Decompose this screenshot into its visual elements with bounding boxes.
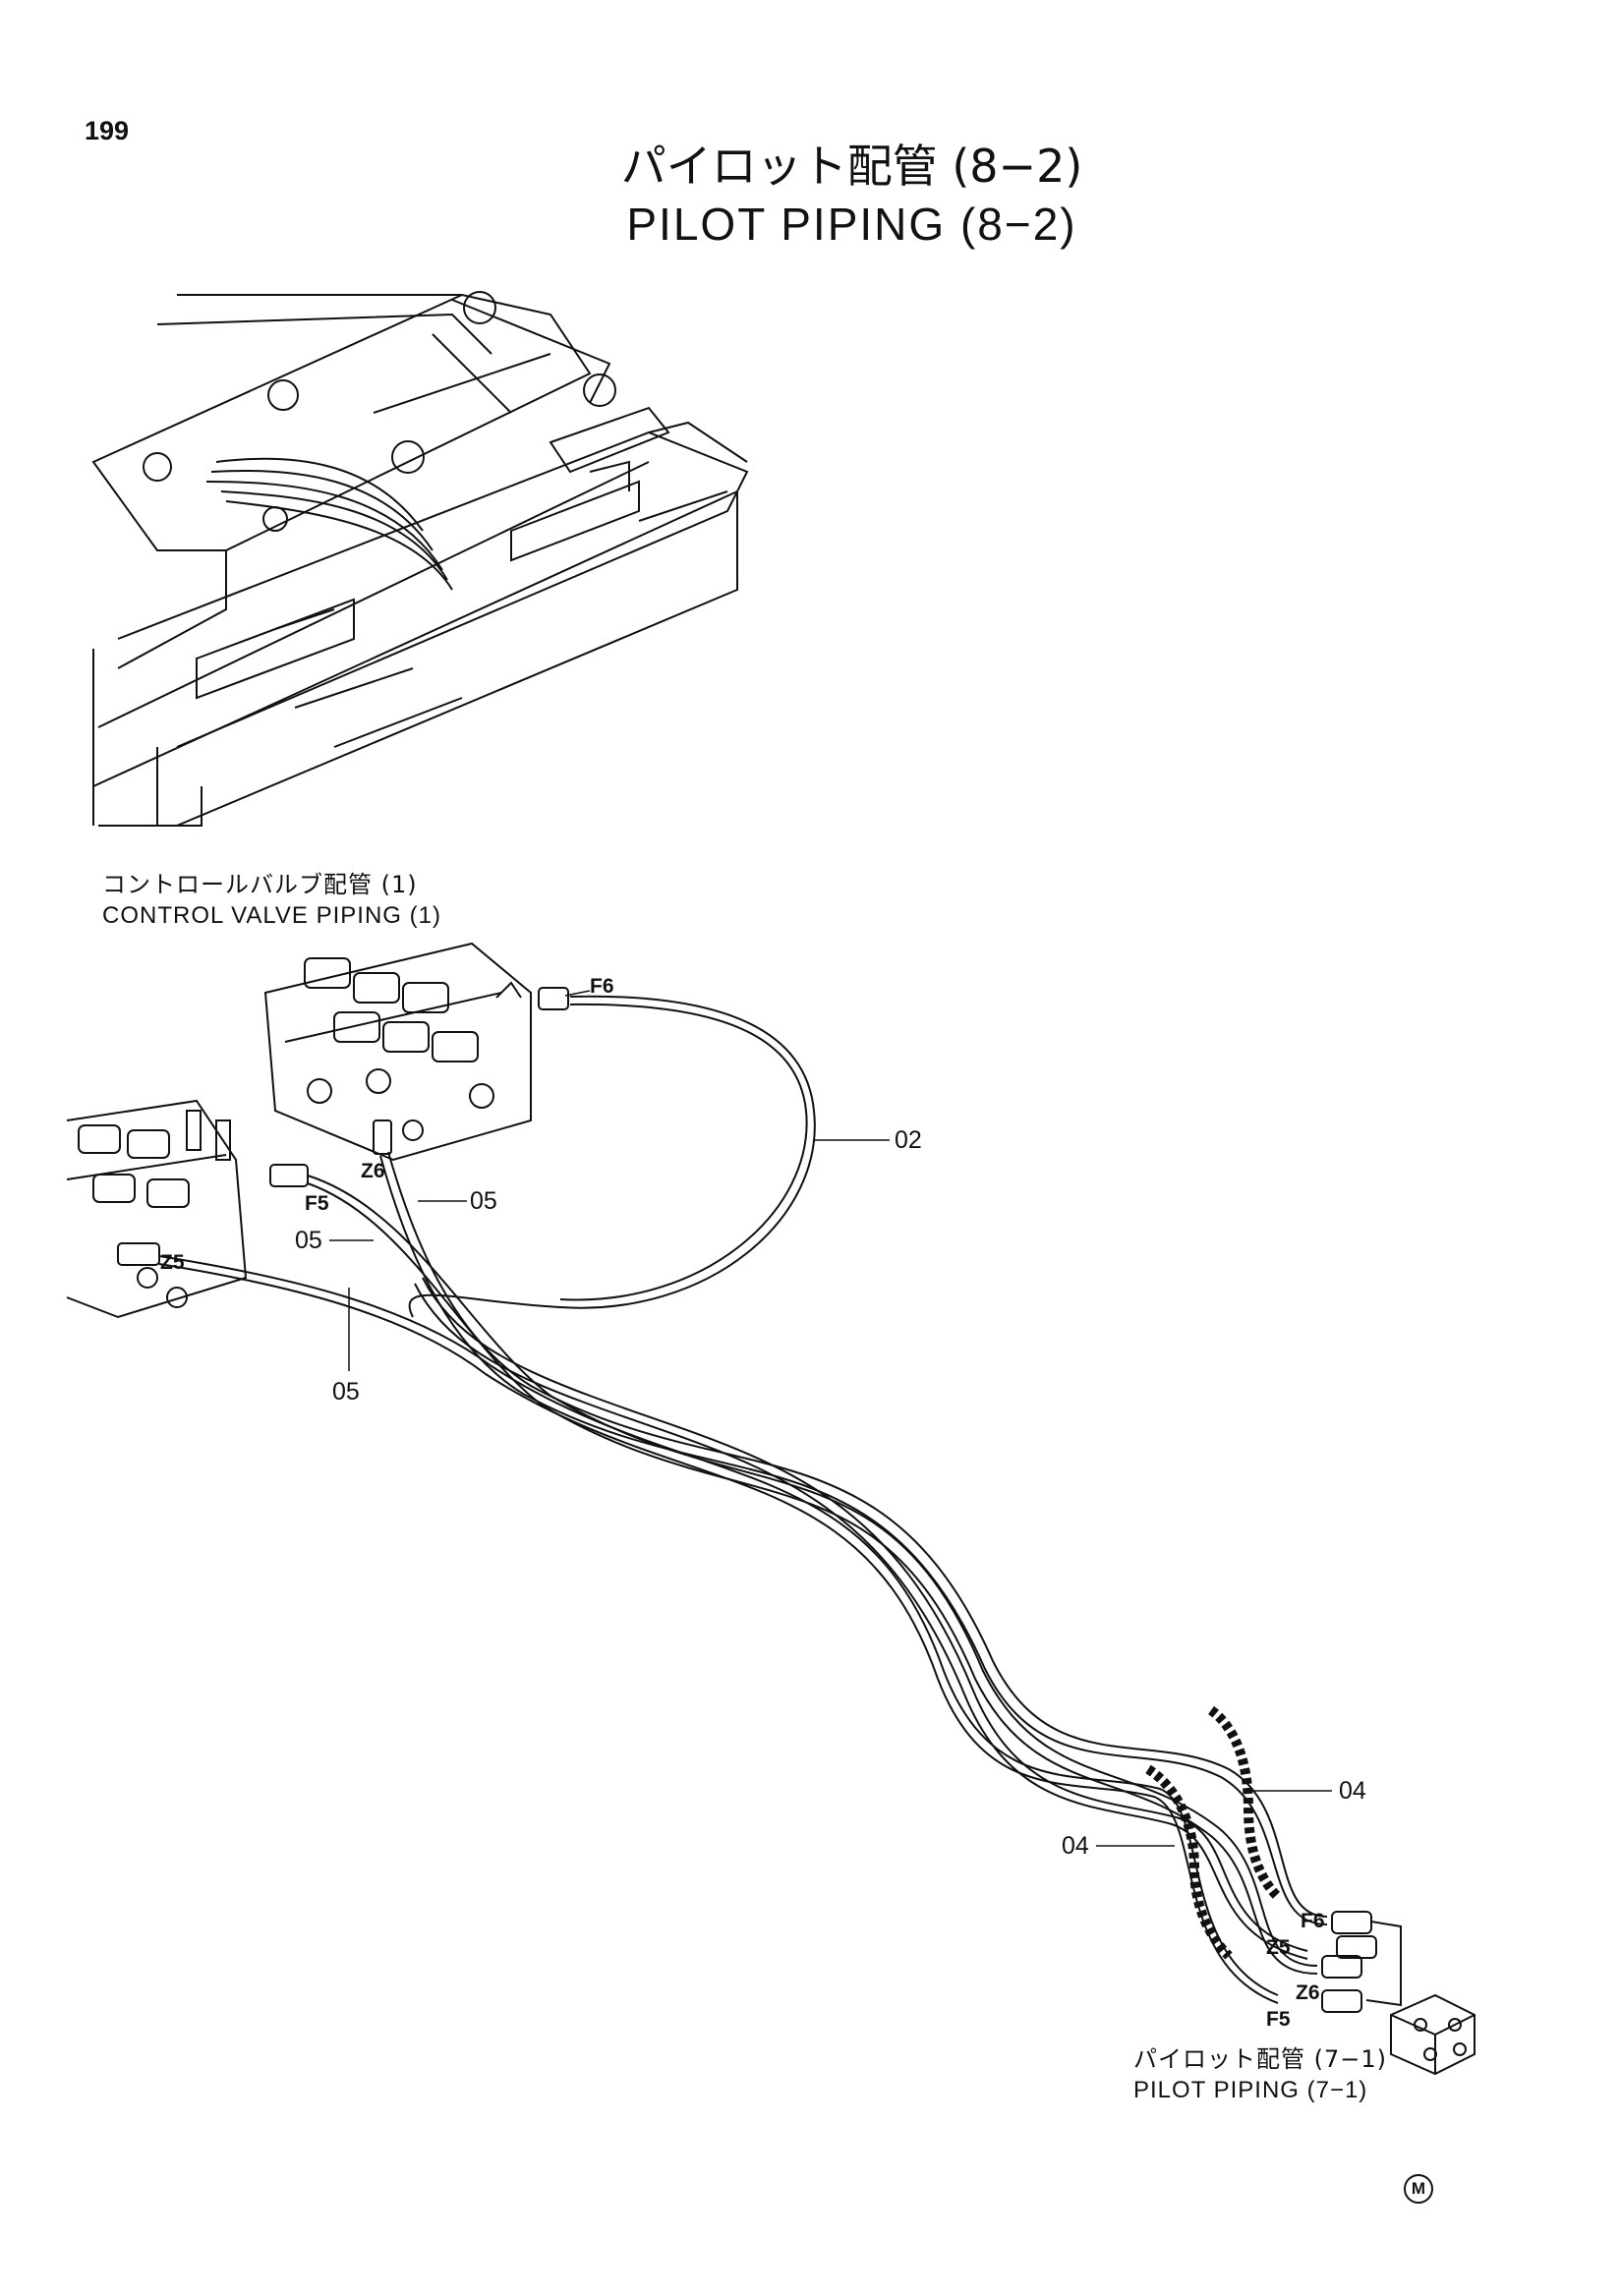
title-english: PILOT PIPING (8−2) (626, 199, 1077, 250)
reference-control-valve-english: CONTROL VALVE PIPING (1) (102, 902, 441, 929)
port-z6-bottom: Z6 (1296, 1981, 1320, 2004)
control-valve-upper (263, 942, 532, 1162)
callout-02: 02 (895, 1126, 922, 1154)
page-number: 199 (85, 116, 130, 145)
callout-05-upper: 05 (470, 1187, 497, 1215)
leader-lines (329, 990, 1332, 1847)
corner-mark: M (1404, 2174, 1433, 2204)
reference-pilot-piping: パイロット配管 (7−1) PILOT PIPING (7−1) (1133, 2044, 1387, 2105)
title-japanese: パイロット配管 (8−2) (620, 140, 1083, 193)
port-z5-bottom: Z5 (1266, 1936, 1291, 1959)
callout-04-left: 04 (1062, 1832, 1089, 1860)
port-z5-top: Z5 (160, 1251, 185, 1274)
control-valve-lower (66, 1099, 248, 1319)
port-f6-top: F6 (590, 975, 614, 998)
reference-control-valve-piping: コントロールバルブ配管 (1) CONTROL VALVE PIPING (1) (102, 870, 441, 931)
port-z6-top: Z6 (361, 1160, 385, 1182)
port-f6-bottom: F6 (1301, 1910, 1325, 1932)
reference-pilot-piping-english: PILOT PIPING (7−1) (1133, 2077, 1368, 2103)
reference-control-valve-japanese: コントロールバルブ配管 (1) (102, 871, 418, 898)
callout-05-lower: 05 (332, 1378, 360, 1406)
reference-pilot-piping-japanese: パイロット配管 (7−1) (1133, 2045, 1388, 2073)
port-f5-bottom: F5 (1266, 2008, 1291, 2031)
hose-guard-springs (1145, 1705, 1282, 1960)
hose-02 (408, 995, 816, 1318)
page-title: パイロット配管 (8−2) PILOT PIPING (8−2) (0, 138, 1620, 254)
callout-04-right: 04 (1339, 1777, 1366, 1805)
pilot-block (1321, 1911, 1475, 2076)
machine-frame-illustration (91, 291, 749, 827)
port-f5-top: F5 (305, 1192, 329, 1215)
callout-05-left: 05 (295, 1227, 322, 1254)
hose-bundle (158, 1151, 1328, 2004)
